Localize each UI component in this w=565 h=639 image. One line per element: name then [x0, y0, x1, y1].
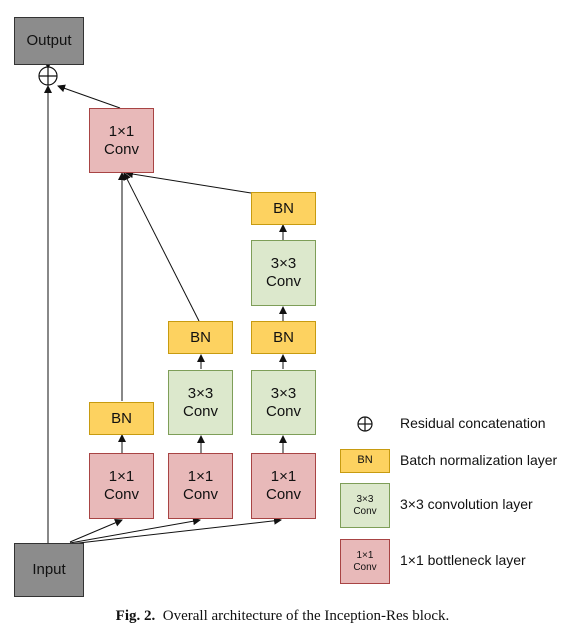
b3-conv3-top-box: 3×3 Conv: [251, 240, 316, 306]
b2-conv3-box: 3×3 Conv: [168, 370, 233, 435]
legend-residual-label: Residual concatenation: [400, 415, 546, 431]
legend-bn-label: Batch normalization layer: [400, 452, 558, 468]
conv-top-to-plus-arrow: [57, 84, 121, 109]
residual-plus-icon: [38, 66, 58, 86]
inception-res-diagram: Output Input 1×1 Conv BN 1×1 Conv BN 3×3…: [14, 17, 558, 597]
legend-bn-swatch: BN: [340, 449, 390, 473]
figure-caption-text: Overall architecture of the Inception-Re…: [162, 608, 450, 624]
b3-conv3-bot-box: 3×3 Conv: [251, 370, 316, 435]
conv1-top-box: 1×1 Conv: [89, 108, 154, 173]
b2-bn-to-top-arrow: [123, 172, 200, 322]
b1-conv1-box: 1×1 Conv: [89, 453, 154, 519]
legend-plus-icon: [357, 416, 373, 432]
b3-bn-mid-box: BN: [251, 321, 316, 354]
input-to-b2-arrow: [69, 517, 201, 544]
legend-conv3-label: 3×3 convolution layer: [400, 496, 533, 512]
input-to-b3-arrow: [69, 516, 282, 545]
output-box: Output: [14, 17, 84, 65]
b2-conv1-box: 1×1 Conv: [168, 453, 233, 519]
b2-bn-box: BN: [168, 321, 233, 354]
connector-layer: [38, 61, 373, 545]
input-to-b1-arrow: [69, 519, 123, 543]
input-box: Input: [14, 543, 84, 597]
legend-conv1-label: 1×1 bottleneck layer: [400, 552, 526, 568]
b1-bn-box: BN: [89, 402, 154, 435]
b3-bn-to-top-arrow: [125, 170, 252, 194]
b3-conv1-box: 1×1 Conv: [251, 453, 316, 519]
figure-caption: Fig. 2. Overall architecture of the Ince…: [0, 608, 565, 625]
legend-conv1-swatch: 1×1 Conv: [340, 539, 390, 584]
legend-conv3-swatch: 3×3 Conv: [340, 483, 390, 528]
figure-caption-label: Fig. 2.: [115, 608, 156, 624]
b3-bn-top-box: BN: [251, 192, 316, 225]
